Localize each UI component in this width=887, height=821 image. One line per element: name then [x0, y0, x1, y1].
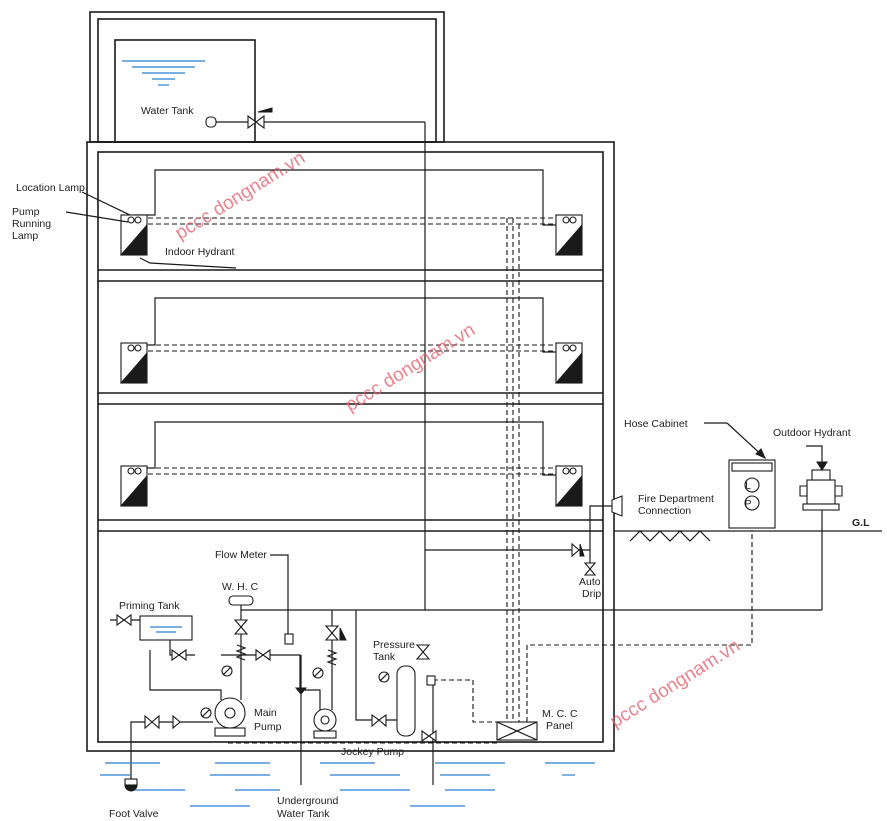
flow-meter-label: Flow Meter: [215, 549, 267, 561]
pump-running-lamp-label-3: Lamp: [12, 230, 38, 242]
pump-room-devices: [116, 495, 623, 792]
watermark-1: pccc dongnam.vn: [172, 148, 309, 245]
pressure-tank-label-2: Tank: [373, 651, 396, 663]
pump-running-lamp-label-1: Pump: [12, 206, 40, 218]
fire-dept-connection-label-2: Connection: [638, 505, 691, 517]
floor1-annotations: [65, 191, 237, 269]
pressure-tank-label-1: Pressure: [373, 639, 415, 651]
underground-water-tank-label-1: Underground: [277, 795, 338, 807]
main-pump-label-1: Main: [254, 707, 277, 719]
hose-cabinet: [704, 422, 776, 529]
priming-tank-label: Priming Tank: [119, 600, 180, 612]
hydrant-box: [554, 465, 583, 507]
watermark-3: pccc dongnam.vn: [607, 636, 744, 733]
cabinet-letter-p: P: [744, 498, 751, 510]
roof-tank-outlet: [205, 107, 426, 610]
indoor-hydrant-label: Indoor Hydrant: [165, 246, 235, 258]
watermark-2: pccc dongnam.vn: [342, 320, 479, 417]
ground-line: [614, 530, 882, 542]
hydrant-box: [119, 342, 148, 384]
roof-water-tank: [114, 39, 256, 143]
main-pump-label-2: Pump: [254, 721, 282, 733]
fire-dept-connection-label-1: Fire Department: [638, 493, 714, 505]
jockey-pump-label: Jockey Pump: [341, 746, 404, 758]
outdoor-hydrant: [799, 445, 843, 511]
foot-valve-label: Foot Valve: [109, 808, 159, 820]
hydrant-box: [554, 342, 583, 384]
pump-running-lamp-label-2: Running: [12, 218, 51, 230]
mcc-panel-label-2: Panel: [546, 720, 573, 732]
indoor-hydrant-boxes: [119, 214, 583, 507]
hydrant-box: [119, 465, 148, 507]
whc-label: W. H. C: [222, 581, 259, 593]
location-lamp-label: Location Lamp: [16, 182, 85, 194]
floor-hydrant-circuits: [134, 169, 556, 722]
hose-cabinet-label: Hose Cabinet: [624, 418, 688, 430]
flow-meter-leader: [270, 554, 289, 634]
water-tank-label: Water Tank: [141, 105, 194, 117]
whc-device: [228, 595, 254, 606]
mcc-panel-label-1: M. C. C: [542, 708, 578, 720]
cabinet-letter-l: L: [745, 480, 751, 492]
priming-tank: [139, 615, 193, 641]
underground-water-tank-label-2: Water Tank: [277, 808, 330, 820]
auto-drip-label-1: Auto: [579, 576, 601, 588]
hydrant-box: [554, 214, 583, 256]
outdoor-hydrant-label: Outdoor Hydrant: [773, 427, 851, 439]
underground-water-lines: [100, 762, 595, 807]
flow-meter-device: [284, 633, 294, 645]
gl-label: G.L: [852, 517, 870, 529]
auto-drip-label-2: Drip: [582, 588, 601, 600]
pressure-tank: [396, 665, 416, 737]
